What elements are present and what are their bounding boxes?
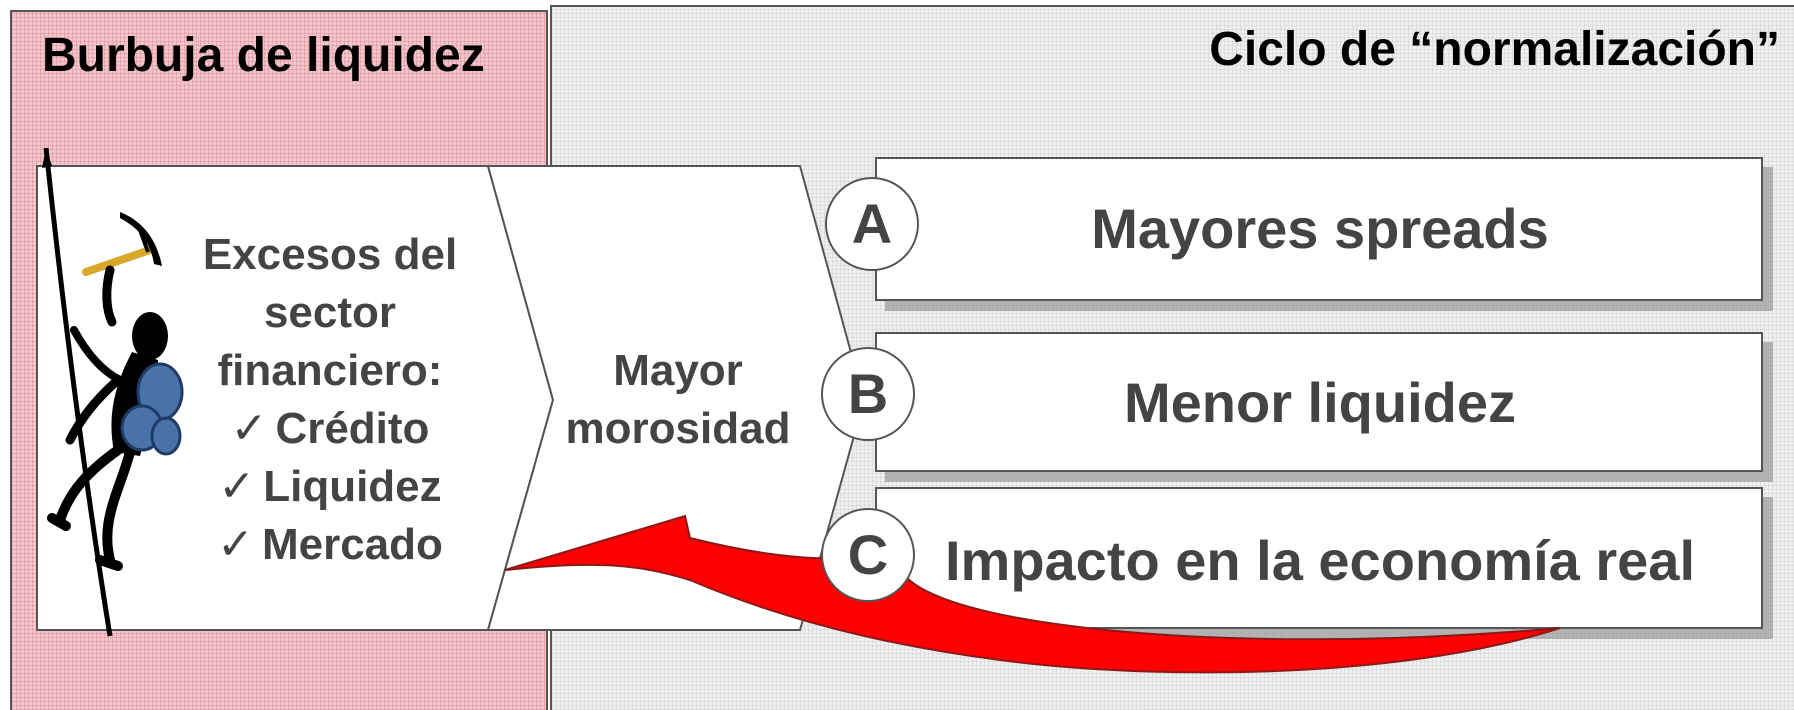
step-letter-a: A bbox=[851, 192, 893, 255]
box-c bbox=[875, 487, 1763, 629]
circle-c bbox=[821, 508, 915, 602]
excesos-line-1: Excesos del bbox=[202, 230, 458, 279]
box-b bbox=[875, 332, 1763, 472]
check-icon: ✓ bbox=[218, 462, 256, 511]
check-icon: ✓ bbox=[230, 404, 268, 453]
excesos-line-2: sector bbox=[263, 288, 397, 337]
mayor-morosidad-text: Mayor morosidad bbox=[548, 342, 808, 458]
excesos-text-block: Excesos del sector financiero: ✓Crédito … bbox=[170, 226, 490, 574]
mayor-line-1: Mayor bbox=[613, 346, 743, 395]
excesos-item-label: Mercado bbox=[261, 520, 443, 569]
step-label-c: Impacto en la economía real bbox=[944, 529, 1696, 592]
excesos-item-label: Crédito bbox=[275, 404, 430, 453]
excesos-item: ✓Mercado bbox=[170, 516, 490, 574]
excesos-item: ✓Crédito bbox=[170, 400, 490, 458]
circle-a bbox=[825, 177, 919, 271]
mayor-line-2: morosidad bbox=[565, 404, 791, 453]
step-letter-c: C bbox=[847, 523, 889, 586]
box-a bbox=[875, 157, 1763, 301]
check-icon: ✓ bbox=[217, 520, 254, 569]
feedback-arrow bbox=[504, 514, 1561, 674]
step-label-a: Mayores spreads bbox=[1091, 197, 1549, 260]
excesos-line-3: financiero: bbox=[217, 346, 443, 395]
step-letter-b: B bbox=[847, 362, 889, 425]
mayor-morosidad-chevron bbox=[486, 165, 866, 631]
right-panel-title: Ciclo de “normalización” bbox=[1209, 23, 1780, 76]
circle-b bbox=[821, 347, 915, 441]
mountain-climber-icon bbox=[42, 147, 184, 637]
left-panel-title: Burbuja de liquidez bbox=[42, 29, 485, 82]
step-label-b: Menor liquidez bbox=[1124, 371, 1516, 434]
backpack-icon bbox=[120, 362, 184, 456]
excesos-item-label: Liquidez bbox=[263, 462, 442, 511]
excesos-item: ✓Liquidez bbox=[170, 458, 490, 516]
